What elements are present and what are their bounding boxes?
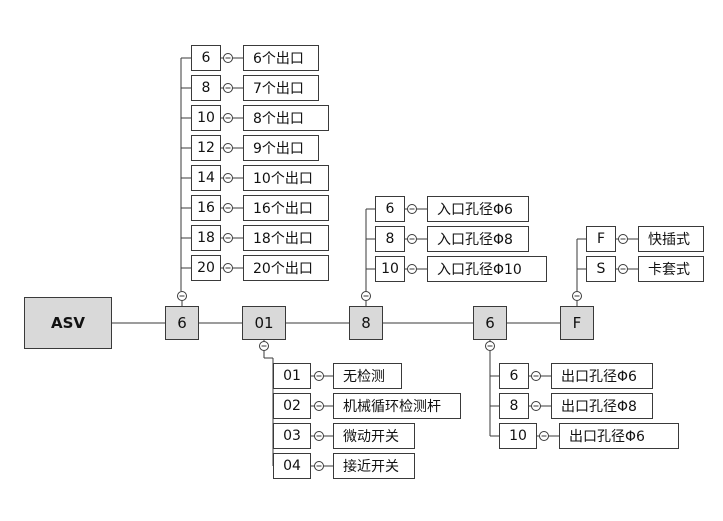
option-code: 10 [375,256,405,282]
option-description: 接近开关 [333,453,415,479]
option-code: 6 [191,45,221,71]
option-code: 8 [375,226,405,252]
option-description: 18个出口 [243,225,329,251]
option-code: 01 [273,363,311,389]
option-description: 无检测 [333,363,402,389]
option-description: 机械循环检测杆 [333,393,461,419]
option-description: 6个出口 [243,45,319,71]
option-description: 8个出口 [243,105,329,131]
option-description: 出口孔径Φ6 [551,363,653,389]
segment-node-2: 01 [242,306,286,340]
option-description: 微动开关 [333,423,415,449]
option-code: 02 [273,393,311,419]
option-code: 16 [191,195,221,221]
option-code: 8 [499,393,529,419]
option-description: 入口孔径Φ10 [427,256,547,282]
segment-node-5: F [560,306,594,340]
option-code: 6 [375,196,405,222]
option-code: 18 [191,225,221,251]
option-description: 7个出口 [243,75,319,101]
option-code: 8 [191,75,221,101]
option-code: S [586,256,616,282]
option-code: 20 [191,255,221,281]
option-description: 入口孔径Φ6 [427,196,529,222]
option-description: 入口孔径Φ8 [427,226,529,252]
option-description: 出口孔径Φ6 [559,423,679,449]
option-code: F [586,226,616,252]
segment-node-4: 6 [473,306,507,340]
option-description: 出口孔径Φ8 [551,393,653,419]
root-node: ASV [24,297,112,349]
option-description: 10个出口 [243,165,329,191]
option-description: 卡套式 [638,256,704,282]
segment-node-3: 8 [349,306,383,340]
option-code: 6 [499,363,529,389]
option-code: 10 [499,423,537,449]
option-description: 快插式 [638,226,704,252]
option-code: 04 [273,453,311,479]
option-description: 20个出口 [243,255,329,281]
option-code: 03 [273,423,311,449]
option-code: 14 [191,165,221,191]
option-code: 12 [191,135,221,161]
segment-node-1: 6 [165,306,199,340]
option-description: 16个出口 [243,195,329,221]
option-description: 9个出口 [243,135,319,161]
option-code: 10 [191,105,221,131]
